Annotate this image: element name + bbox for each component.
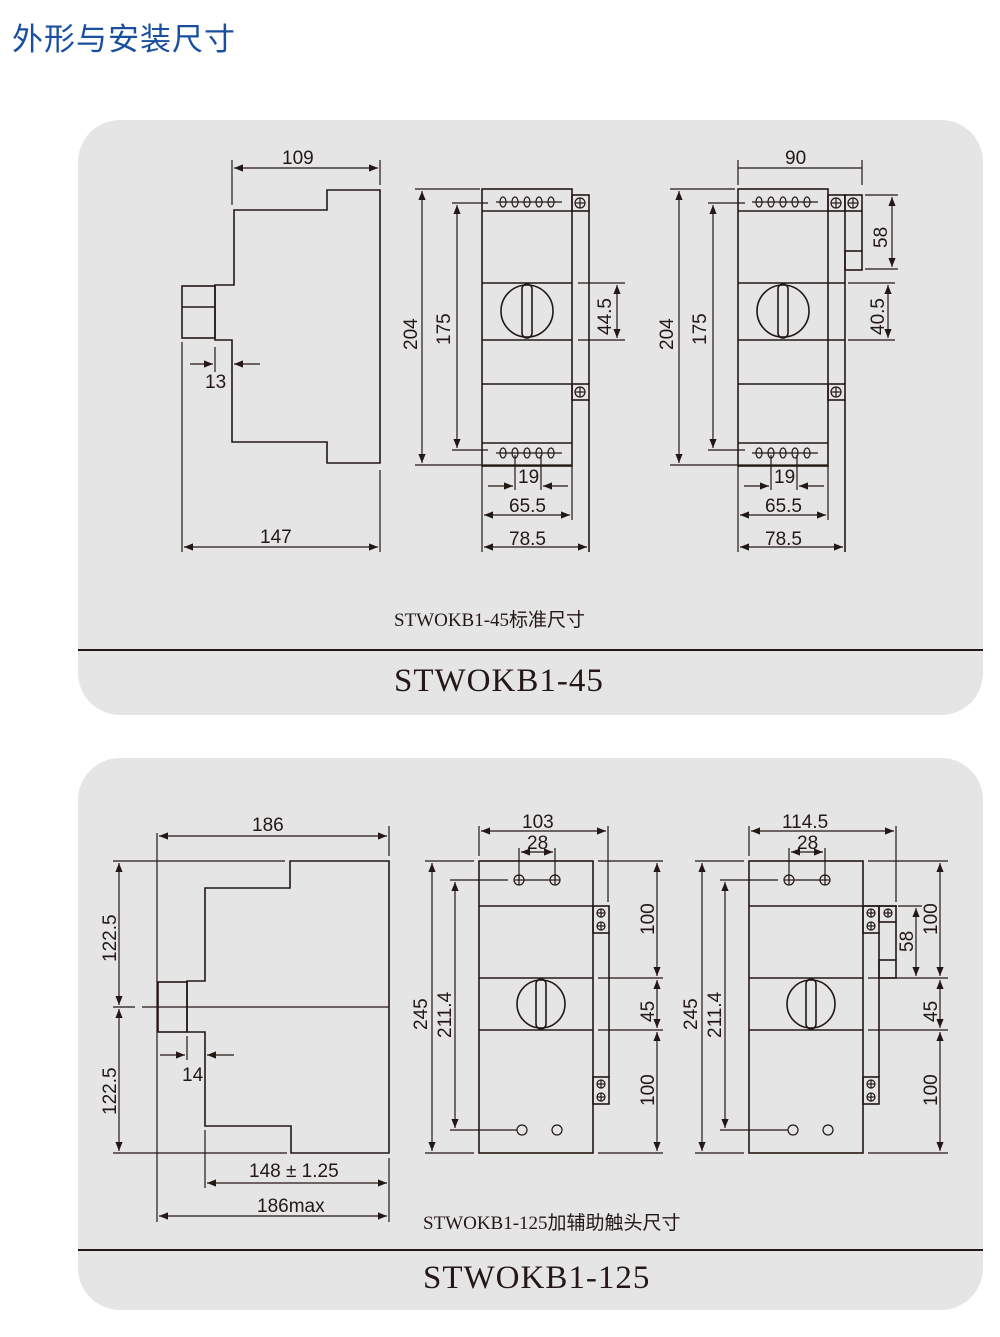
dim-65-5: 65.5: [765, 496, 802, 517]
dim-28: 28: [797, 833, 818, 854]
model-name: STWOKB1-125: [423, 1260, 651, 1296]
dim-122-5-lower: 122.5: [100, 1067, 121, 1115]
dim-45: 45: [921, 1001, 942, 1022]
dim-100-upper: 100: [921, 903, 942, 935]
dim-44-5: 44.5: [595, 298, 616, 335]
dim-109: 109: [282, 148, 314, 169]
p2-side-view: 186 122.5 122.5 14 148 ± 1.25 186max: [100, 815, 390, 1222]
dim-175: 175: [690, 313, 711, 345]
dim-148: 148 ± 1.25: [249, 1161, 339, 1182]
dim-65-5: 65.5: [509, 496, 546, 517]
dim-90: 90: [785, 148, 806, 169]
dim-78-5: 78.5: [509, 529, 546, 550]
drawing-caption: STWOKB1-45标准尺寸: [394, 610, 586, 631]
dim-186max: 186max: [257, 1196, 325, 1217]
p1-front-view: 204 175 44.5 19 65.5 78.5: [401, 188, 625, 552]
dim-103: 103: [522, 812, 554, 833]
dim-186: 186: [252, 815, 284, 836]
divider: [78, 649, 983, 651]
dim-13: 13: [205, 372, 226, 393]
dim-204: 204: [657, 318, 678, 350]
dim-100-lower: 100: [638, 1074, 659, 1106]
model-name: STWOKB1-45: [394, 663, 604, 699]
dim-114-5: 114.5: [782, 812, 828, 833]
dim-100-lower: 100: [921, 1074, 942, 1106]
dim-28: 28: [527, 833, 548, 854]
dim-100-upper: 100: [638, 903, 659, 935]
dim-211-4: 211.4: [435, 991, 456, 1038]
dim-19: 19: [518, 467, 539, 488]
dim-245: 245: [411, 998, 432, 1030]
dim-147: 147: [260, 527, 292, 548]
dim-58: 58: [871, 227, 892, 248]
p2-front-view: 103 28 245 211.4 100 45 100: [411, 812, 663, 1154]
dim-19: 19: [774, 467, 795, 488]
divider: [78, 1249, 983, 1251]
drawing-caption: STWOKB1-125加辅助触头尺寸: [423, 1213, 681, 1234]
dim-211-4: 211.4: [705, 991, 726, 1038]
dim-14: 14: [182, 1065, 204, 1086]
p2-front-view-aux: 114.5 28 245 211.4 58 100 45 100: [681, 812, 948, 1154]
dim-204: 204: [401, 318, 422, 350]
dim-40-5: 40.5: [868, 298, 889, 335]
dim-45: 45: [638, 1001, 659, 1022]
dim-245: 245: [681, 998, 702, 1030]
page-title: 外形与安装尺寸: [12, 22, 236, 58]
dim-122-5-upper: 122.5: [100, 914, 121, 962]
dim-78-5: 78.5: [765, 529, 802, 550]
p1-side-view: 109 147 13: [181, 148, 381, 552]
p1-front-view-aux: 90 204 175 58 40.5 19 65.5 78.5: [657, 148, 898, 552]
panel-stwokb1-45: STWOKB1-45标准尺寸 STWOKB1-45: [78, 120, 983, 715]
dim-175: 175: [434, 313, 455, 345]
dim-58: 58: [897, 931, 918, 952]
